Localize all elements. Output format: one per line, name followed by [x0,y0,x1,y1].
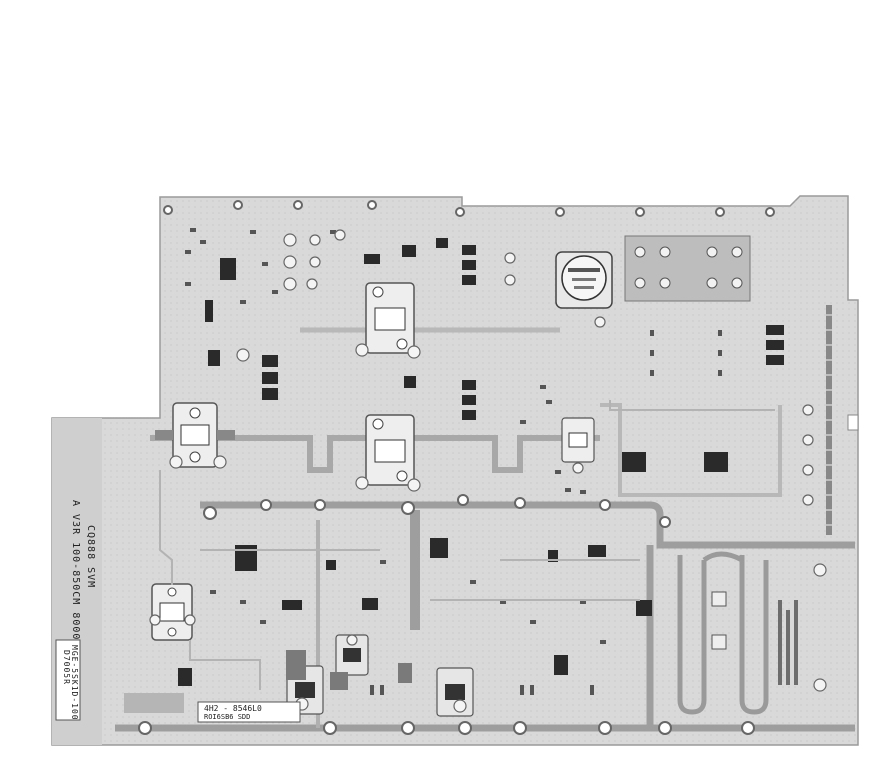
lower-section-frame [200,501,855,549]
edge-sticker-line-2: D7005R [62,650,71,685]
mounting-holes [138,200,775,735]
connector-block [624,235,751,302]
edge-sticker-line-1: MGE-5SK1D-100 [70,645,79,721]
edge-silkscreen-line-1: A V3R 100-850CM 8000 [70,500,81,641]
hairpin-filter [677,551,769,715]
edge-silkscreen-line-2: CQ888 SVM [85,525,96,589]
circulator-component [555,251,613,309]
edge-sticker [55,639,81,721]
passive-components [185,228,722,695]
label-plate-line-2: ROI6SB6 SDD [204,713,251,721]
round-pads [149,229,827,713]
label-plate [197,701,301,723]
smd-blocks [124,650,412,713]
ic-chips [178,238,784,686]
label-plate-line-1: 4H2 - 8546L0 [204,704,262,713]
